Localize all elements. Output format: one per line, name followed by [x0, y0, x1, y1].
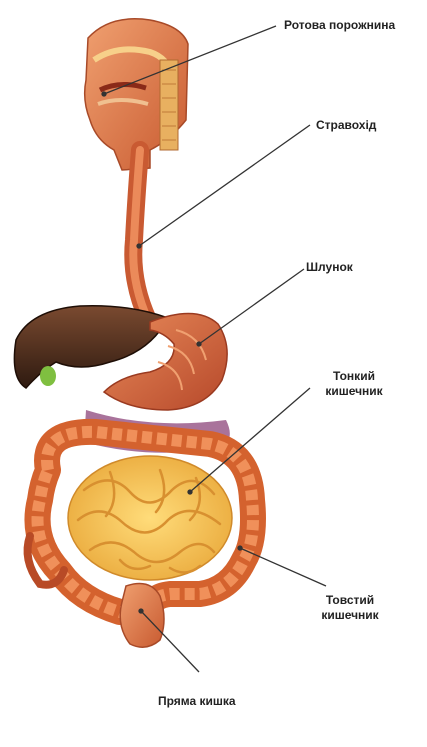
leader-dot-large-intestine: [237, 545, 243, 551]
leader-dot-esophagus: [136, 243, 142, 249]
liver: [13, 305, 170, 389]
label-small-intestine-line-1: Тонкий: [333, 369, 375, 383]
label-mouth: Ротова порожнина: [284, 18, 396, 32]
label-large-intestine: Товстий кишечник: [314, 593, 386, 623]
leader-line-stomach: [198, 268, 305, 345]
leader-line-large-intestine: [239, 547, 327, 587]
leader-line-rectum: [140, 610, 200, 673]
stomach-organ: [102, 312, 228, 411]
leader-dot-mouth: [101, 91, 107, 97]
cecum: [23, 532, 68, 589]
leader-line-esophagus: [138, 124, 311, 247]
small-intestine-organ: [67, 455, 233, 581]
leader-line-small-intestine: [189, 387, 311, 493]
label-rectum: Пряма кишка: [158, 694, 236, 708]
label-large-intestine-line-2: кишечник: [321, 608, 379, 622]
label-small-intestine: Тонкий кишечник: [318, 369, 390, 399]
label-stomach: Шлунок: [306, 260, 353, 274]
leader-line-mouth: [103, 25, 277, 95]
leader-lines: [101, 25, 327, 673]
label-large-intestine-line-1: Товстий: [325, 593, 375, 607]
label-small-intestine-line-2: кишечник: [325, 384, 383, 398]
leader-dot-small-intestine: [187, 489, 193, 495]
rectum-organ: [119, 582, 165, 648]
leader-dot-rectum: [138, 608, 144, 614]
head-section: [83, 18, 189, 171]
label-esophagus: Стравохід: [316, 118, 377, 132]
leader-dot-stomach: [196, 341, 202, 347]
gallbladder: [40, 366, 56, 386]
